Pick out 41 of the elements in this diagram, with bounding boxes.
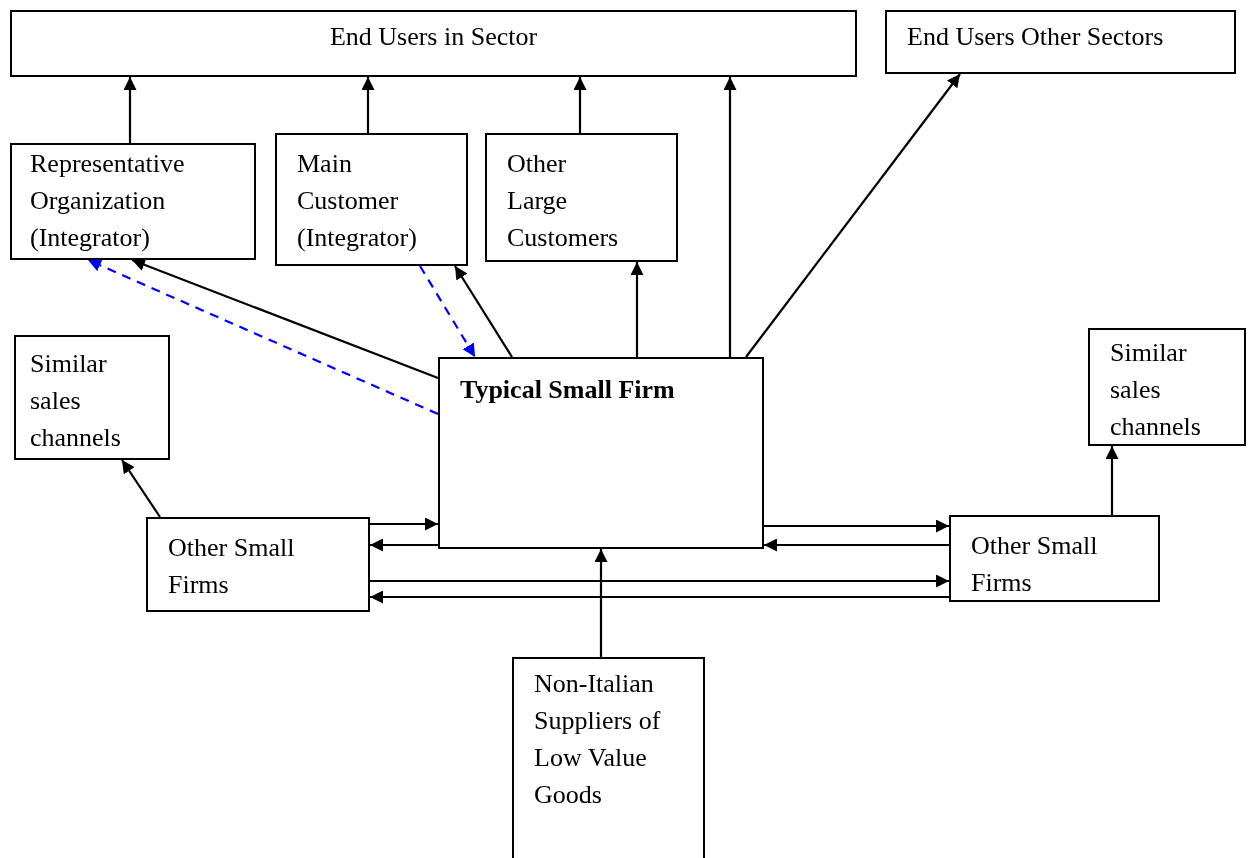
process-box xyxy=(485,133,678,262)
process-box xyxy=(146,517,370,612)
arrow xyxy=(764,538,949,552)
box-label: Non-Italian Suppliers of Low Value Goods xyxy=(534,668,662,811)
arrow xyxy=(131,258,439,380)
arrow xyxy=(630,262,644,357)
box-label: End Users in Sector xyxy=(329,21,538,53)
process-box xyxy=(885,10,1236,74)
arrow xyxy=(1105,446,1119,515)
process-box xyxy=(14,335,170,460)
dashed-arrow xyxy=(419,265,476,358)
box-label: Similar sales channels xyxy=(30,348,122,454)
arrow xyxy=(594,549,608,657)
process-box xyxy=(512,657,705,858)
arrow xyxy=(370,517,438,531)
box-label: End Users Other Sectors xyxy=(907,21,1164,53)
arrow xyxy=(370,574,949,588)
dashed-arrow xyxy=(87,259,439,415)
box-label: Typical Small Firm xyxy=(460,374,675,406)
box-label: Main Customer (Integrator) xyxy=(297,148,418,254)
arrow xyxy=(745,73,961,358)
process-box xyxy=(10,143,256,260)
process-box xyxy=(275,133,468,266)
arrow xyxy=(764,519,949,533)
box-label: Similar sales channels xyxy=(1110,337,1202,443)
arrow xyxy=(123,77,137,143)
arrow xyxy=(370,590,949,604)
arrow xyxy=(361,77,375,133)
arrow xyxy=(454,265,513,358)
process-box xyxy=(438,357,764,549)
process-box xyxy=(949,515,1160,602)
box-label: Other Small Firms xyxy=(971,530,1099,599)
arrow xyxy=(370,538,438,552)
process-box xyxy=(1088,328,1246,446)
box-label: Other Small Firms xyxy=(168,532,296,601)
arrow xyxy=(121,459,161,518)
process-box xyxy=(10,10,857,77)
arrow xyxy=(573,77,587,133)
arrow xyxy=(723,77,737,357)
box-label: Other Large Customers xyxy=(507,148,617,254)
box-label: Representative Organization (Integrator) xyxy=(30,148,186,254)
